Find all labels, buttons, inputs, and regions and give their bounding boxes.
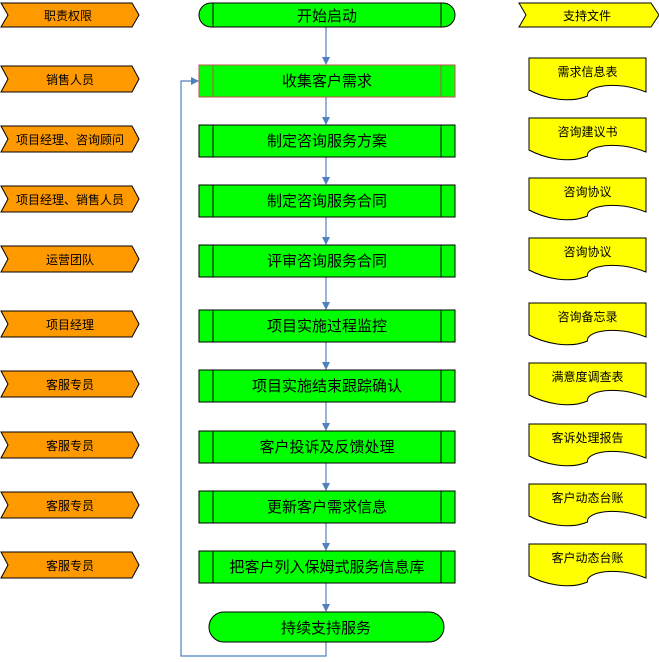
role-label: 客服专员 bbox=[46, 558, 94, 573]
role-1: 销售人员 bbox=[0, 65, 140, 93]
role-label: 项目经理 bbox=[46, 318, 94, 332]
role-9: 客服专员 bbox=[0, 551, 140, 579]
connector-layer bbox=[180, 27, 330, 657]
process-step-label: 收集客户需求 bbox=[282, 72, 372, 90]
document-1: 需求信息表 bbox=[528, 57, 647, 101]
role-4: 运营团队 bbox=[0, 245, 140, 273]
roles-header: 职责权限 bbox=[0, 2, 140, 28]
role-label: 项目经理、咨询顾问 bbox=[16, 132, 124, 147]
docs-header-label: 支持文件 bbox=[563, 8, 611, 23]
document-label: 客户动态台账 bbox=[551, 490, 623, 505]
role-label: 运营团队 bbox=[46, 252, 94, 267]
role-8: 客服专员 bbox=[0, 491, 140, 519]
feedback-loop-arrow bbox=[180, 77, 327, 657]
role-5: 项目经理 bbox=[0, 310, 140, 338]
docs-header: 支持文件 bbox=[518, 2, 659, 28]
document-4: 咨询协议 bbox=[528, 237, 647, 281]
document-9: 客户动态台账 bbox=[528, 543, 647, 587]
process-step-3[interactable]: 制定咨询服务合同 bbox=[198, 184, 456, 218]
role-3: 项目经理、销售人员 bbox=[0, 185, 140, 213]
end-node[interactable]: 持续支持服务 bbox=[208, 611, 445, 643]
start-node[interactable]: 开始启动 bbox=[198, 2, 456, 28]
document-label: 咨询建议书 bbox=[557, 124, 617, 139]
process-step-8[interactable]: 更新客户需求信息 bbox=[198, 490, 456, 524]
process-step-label: 更新客户需求信息 bbox=[267, 498, 387, 516]
role-label: 客服专员 bbox=[46, 438, 94, 453]
document-5: 咨询备忘录 bbox=[528, 302, 647, 346]
role-label: 客服专员 bbox=[46, 377, 94, 392]
role-2: 项目经理、咨询顾问 bbox=[0, 125, 140, 153]
process-step-label: 项目实施过程监控 bbox=[267, 317, 387, 335]
role-label: 销售人员 bbox=[46, 72, 94, 87]
document-label: 满意度调查表 bbox=[551, 369, 623, 384]
end-node-label: 持续支持服务 bbox=[281, 619, 371, 637]
document-2: 咨询建议书 bbox=[528, 117, 647, 161]
process-step-1[interactable]: 收集客户需求 bbox=[198, 64, 456, 98]
document-label: 客户动态台账 bbox=[551, 550, 623, 565]
process-step-5[interactable]: 项目实施过程监控 bbox=[198, 309, 456, 343]
role-label: 项目经理、销售人员 bbox=[16, 192, 124, 207]
process-step-9[interactable]: 把客户列入保姆式服务信息库 bbox=[198, 550, 456, 584]
document-label: 咨询备忘录 bbox=[557, 309, 617, 324]
role-label: 客服专员 bbox=[46, 498, 94, 513]
process-step-2[interactable]: 制定咨询服务方案 bbox=[198, 124, 456, 158]
process-step-label: 项目实施结束跟踪确认 bbox=[252, 377, 402, 395]
document-label: 咨询协议 bbox=[563, 184, 611, 199]
roles-header-label: 职责权限 bbox=[44, 9, 92, 23]
process-step-7[interactable]: 客户投诉及反馈处理 bbox=[198, 430, 456, 464]
document-label: 需求信息表 bbox=[557, 64, 617, 79]
document-label: 咨询协议 bbox=[563, 244, 611, 259]
process-step-6[interactable]: 项目实施结束跟踪确认 bbox=[198, 369, 456, 403]
role-7: 客服专员 bbox=[0, 431, 140, 459]
document-6: 满意度调查表 bbox=[528, 362, 647, 406]
document-3: 咨询协议 bbox=[528, 177, 647, 221]
process-step-label: 制定咨询服务方案 bbox=[267, 132, 387, 150]
process-step-label: 评审咨询服务合同 bbox=[267, 252, 387, 270]
document-8: 客户动态台账 bbox=[528, 483, 647, 527]
document-7: 客诉处理报告 bbox=[528, 423, 647, 467]
process-step-label: 制定咨询服务合同 bbox=[267, 192, 387, 210]
process-step-label: 把客户列入保姆式服务信息库 bbox=[229, 558, 424, 576]
role-6: 客服专员 bbox=[0, 370, 140, 398]
process-step-label: 客户投诉及反馈处理 bbox=[259, 438, 394, 456]
process-step-4[interactable]: 评审咨询服务合同 bbox=[198, 244, 456, 278]
start-node-label: 开始启动 bbox=[297, 7, 357, 25]
document-label: 客诉处理报告 bbox=[551, 430, 623, 445]
